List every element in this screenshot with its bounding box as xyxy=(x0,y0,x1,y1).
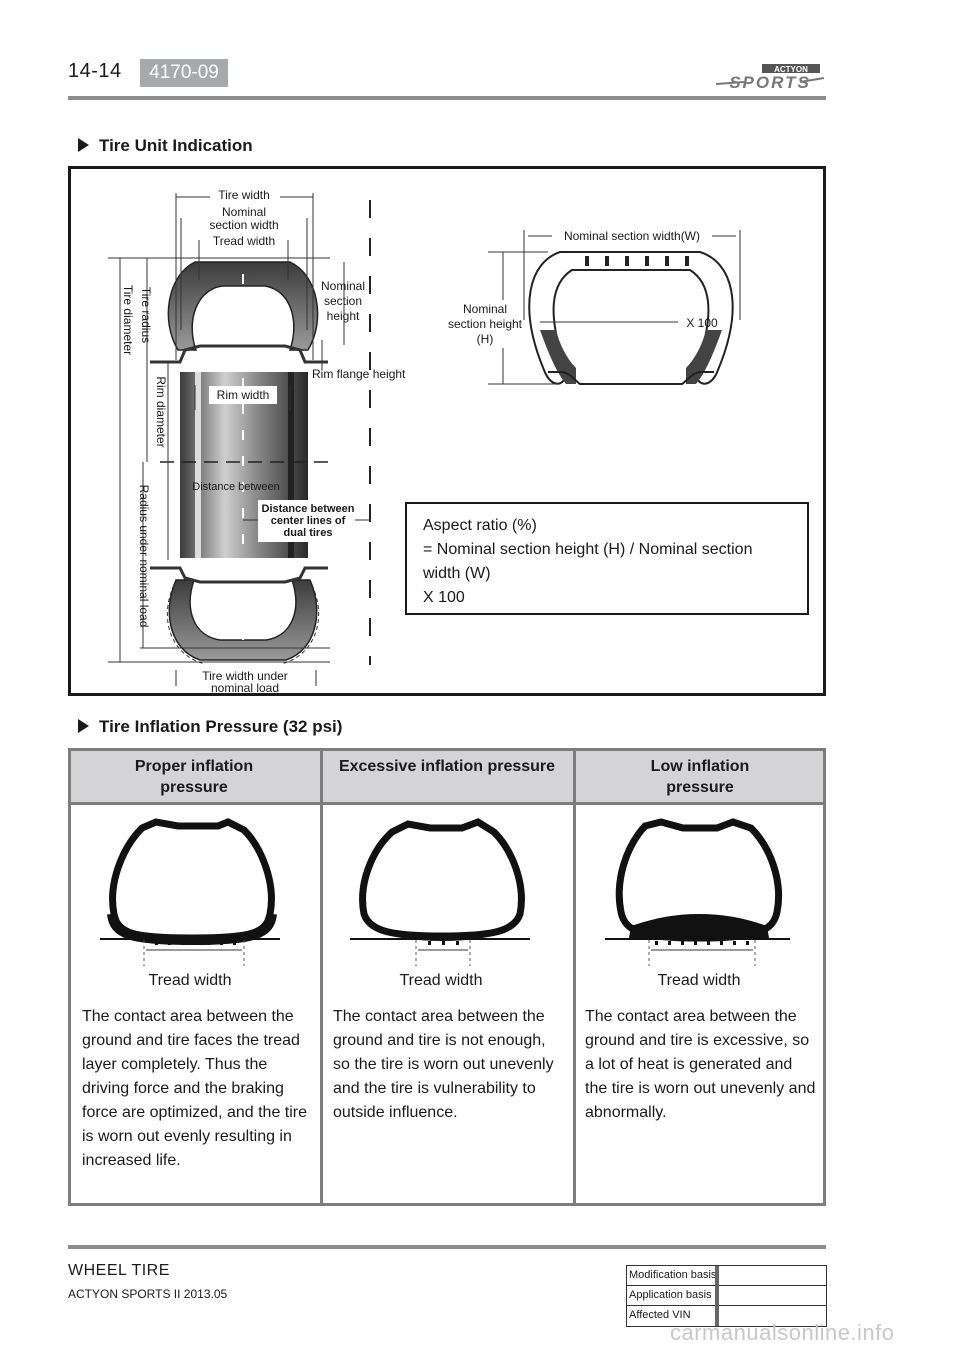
revision-info-table: Modification basis Application basis Aff… xyxy=(626,1265,827,1327)
triangle-bullet-icon xyxy=(78,719,89,733)
tread-width-label-proper: Tread width xyxy=(148,972,232,989)
label-rim-diameter: Rim diameter xyxy=(154,376,168,447)
label-tire-diameter: Tire diameter xyxy=(121,285,135,355)
description-proper-inflation: The contact area between the ground and … xyxy=(82,1008,308,1169)
section-title-tire-unit: Tire Unit Indication xyxy=(78,136,253,156)
aspect-ratio-box: Aspect ratio (%) = Nominal section heigh… xyxy=(405,502,809,615)
aspect-line-1: Aspect ratio (%) xyxy=(423,517,537,534)
aspect-line-2: = Nominal section height (H) / Nominal s… xyxy=(423,541,753,558)
label-rim-flange-height: Rim flange height xyxy=(312,367,406,381)
label-nsh-h-1: Nominal xyxy=(463,302,507,316)
aspect-line-3: width (W) xyxy=(423,565,491,582)
label-nominal-section-width-2: section width xyxy=(209,218,278,232)
label-distance-text-1: Distance between xyxy=(262,503,355,515)
description-excessive-inflation: The contact area between the ground and … xyxy=(333,1008,554,1121)
section-code-badge: 4170-09 xyxy=(140,59,228,87)
info-table-separator xyxy=(715,1266,719,1326)
table-header-row xyxy=(71,751,823,805)
triangle-bullet-icon xyxy=(78,138,89,152)
label-nominal-section-height-2: section xyxy=(324,294,362,308)
tire-unit-diagram-frame xyxy=(68,166,826,696)
tread-width-label-low: Tread width xyxy=(657,972,741,989)
info-row-affected-vin: Affected VIN xyxy=(629,1309,691,1321)
label-nominal-section-width-1: Nominal xyxy=(222,205,266,219)
label-nsh-h-3: (H) xyxy=(477,332,494,346)
label-rim-width: Rim width xyxy=(217,388,270,402)
column-divider xyxy=(320,751,323,1203)
label-nominal-section-width-w: Nominal section width(W) xyxy=(564,229,700,243)
info-row-modification: Modification basis xyxy=(627,1266,826,1286)
brand-small-text: ACTYON xyxy=(774,65,808,74)
aspect-line-4: X 100 xyxy=(423,589,465,606)
page-number: 14-14 xyxy=(68,60,122,82)
actyon-sports-logo: ACTYON SPORTS xyxy=(715,64,825,92)
tread-width-label-excessive: Tread width xyxy=(399,972,483,989)
label-tire-width-under-2: nominal load xyxy=(211,681,279,693)
label-distance-1: Distance between xyxy=(192,481,279,493)
header-excessive-inflation: Excessive inflation pressure xyxy=(338,758,556,775)
label-nominal-section-height-1: Nominal xyxy=(321,279,365,293)
proper-inflation-tire-image xyxy=(100,818,280,966)
label-distance-text-3: dual tires xyxy=(284,527,333,539)
brand-logo-text: SPORTS xyxy=(729,73,811,92)
label-tire-width-under-1: Tire width under xyxy=(202,669,288,683)
info-row-application: Application basis xyxy=(627,1286,826,1306)
section-title-inflation: Tire Inflation Pressure (32 psi) xyxy=(78,717,342,737)
header-rule xyxy=(68,96,826,100)
excessive-inflation-tire-image xyxy=(350,818,530,966)
label-x100: X 100 xyxy=(686,316,718,330)
tire-cross-section-diagram: Tire width Nominal section width Tread w… xyxy=(108,188,741,693)
label-tire-radius: Tire radius xyxy=(139,287,153,343)
footer-subtitle: ACTYON SPORTS II 2013.05 xyxy=(68,1287,228,1301)
column-divider xyxy=(573,751,576,1203)
footer-title: WHEEL TIRE xyxy=(68,1262,170,1279)
label-nsh-h-2: section height xyxy=(448,317,523,331)
description-low-inflation: The contact area between the ground and … xyxy=(585,1008,816,1121)
label-tread-width: Tread width xyxy=(213,234,275,248)
watermark: carmanualsonline.info xyxy=(670,1320,895,1345)
label-nominal-section-height-3: height xyxy=(327,309,360,323)
label-radius-under-load: Radius under nominal load xyxy=(137,485,151,628)
low-inflation-tire-image xyxy=(605,818,790,966)
label-tire-width: Tire width xyxy=(218,188,270,202)
label-distance-text-2: center lines of xyxy=(271,515,346,527)
footer-rule xyxy=(68,1245,826,1249)
